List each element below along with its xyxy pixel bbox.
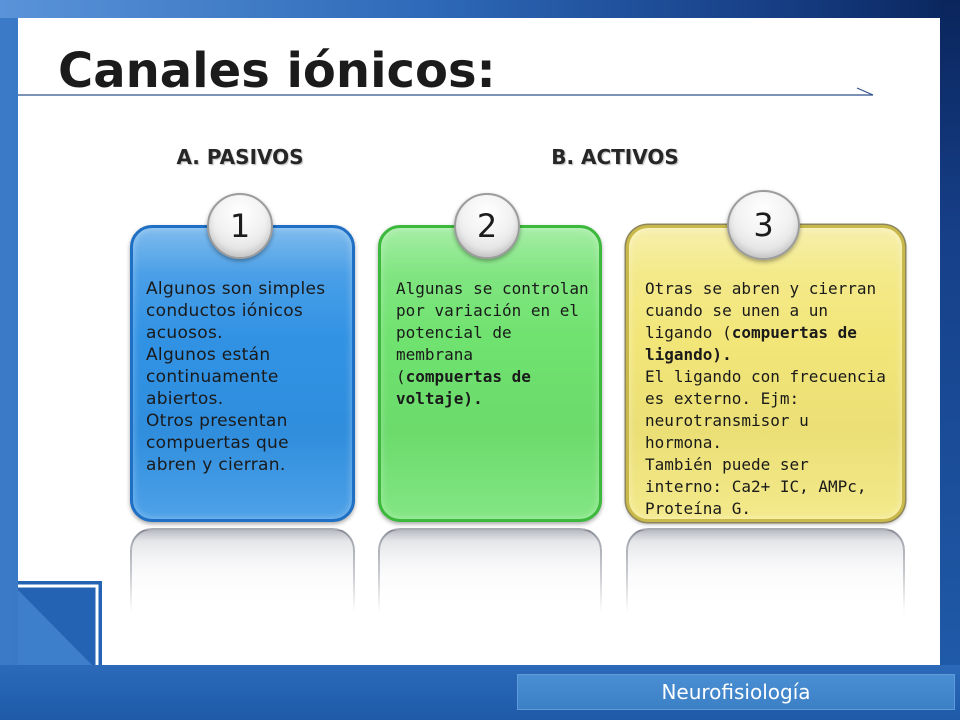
card-text-line: Proteína G. — [645, 498, 886, 520]
card-text: ( — [396, 367, 406, 386]
card-text-line: membrana — [396, 344, 589, 366]
card-text-line: voltaje). — [396, 388, 589, 410]
number-badge-2: 2 — [454, 193, 520, 259]
card-ligand-gated: Otras se abren y cierran cuando se unen a… — [626, 225, 905, 522]
card-text: Otras se abren y cierran — [645, 279, 877, 298]
card-reflection — [626, 528, 905, 612]
slide-frame-top — [0, 0, 960, 18]
card-text-line: abiertos. — [146, 388, 325, 410]
card-text-line: potencial de — [396, 322, 589, 344]
card-text: membrana — [396, 345, 474, 364]
card-text-line: continuamente — [146, 366, 325, 388]
card-text: ligando ( — [645, 323, 732, 342]
card-text-line: (compuertas de — [396, 366, 589, 388]
card-text: hormona. — [645, 433, 723, 452]
slide-title: Canales iónicos: — [58, 43, 496, 99]
card-text: Proteína G. — [645, 499, 751, 518]
card-text: potencial de — [396, 323, 512, 342]
card-text-line: es externo. Ejm: — [645, 388, 886, 410]
card-text: es externo. Ejm: — [645, 389, 800, 408]
card-text-line: interno: Ca2+ IC, AMPc, — [645, 476, 886, 498]
card-text-line: cuando se unen a un — [645, 300, 886, 322]
number-badge-1: 1 — [207, 193, 273, 259]
card-text: continuamente — [146, 367, 279, 387]
card-text-line: Otras se abren y cierran — [645, 278, 886, 300]
card-text-bold: voltaje). — [396, 389, 483, 408]
footer-course-label: Neurofisiología — [517, 674, 955, 710]
card-text-line: por variación en el — [396, 300, 589, 322]
card-text-line: ligando (compuertas de — [645, 322, 886, 344]
card-text-bold: compuertas de — [405, 367, 531, 386]
card-text-block: Algunas se controlan por variación en el p… — [396, 278, 589, 410]
card-text-line: El ligando con frecuencia — [645, 366, 886, 388]
card-text: Algunos están — [146, 345, 271, 365]
card-text: por variación en el — [396, 301, 580, 320]
section-heading-active: B. ACTIVOS — [551, 145, 679, 169]
card-text: abiertos. — [146, 389, 224, 409]
card-text: conductos iónicos — [146, 301, 304, 321]
card-text-line: conductos iónicos — [146, 300, 325, 322]
card-text-line: acuosos. — [146, 322, 325, 344]
card-reflection — [130, 528, 355, 612]
card-text-line: hormona. — [645, 432, 886, 454]
card-text-line: compuertas que — [146, 432, 325, 454]
section-heading-passive: A. PASIVOS — [176, 145, 304, 169]
card-text: neurotransmisor u — [645, 411, 809, 430]
card-text-block: Otras se abren y cierran cuando se unen a… — [645, 278, 886, 520]
card-text: El ligando con frecuencia — [645, 367, 886, 386]
card-text: Otros presentan — [146, 411, 288, 431]
slide-frame-right — [940, 0, 960, 665]
card-text: Algunas se controlan — [396, 279, 589, 298]
card-text: compuertas que — [146, 433, 289, 453]
card-voltage-gated: Algunas se controlan por variación en el p… — [378, 225, 602, 522]
card-text-line: Algunos son simples — [146, 278, 325, 300]
card-text-line: neurotransmisor u — [645, 410, 886, 432]
card-text: Algunos son simples — [146, 279, 326, 299]
badge-number: 2 — [476, 207, 498, 245]
badge-number: 1 — [229, 207, 251, 245]
card-text-line: Algunas se controlan — [396, 278, 589, 300]
card-text: interno: Ca2+ IC, AMPc, — [645, 477, 867, 496]
card-text-line: ligando). — [645, 344, 886, 366]
number-badge-3: 3 — [727, 190, 800, 260]
card-reflection — [378, 528, 602, 612]
card-text-line: Otros presentan — [146, 410, 325, 432]
card-text: cuando se unen a un — [645, 301, 829, 320]
title-underline — [18, 87, 874, 96]
card-text: abren y cierran. — [146, 455, 286, 475]
card-text: También puede ser — [645, 455, 809, 474]
card-text-line: abren y cierran. — [146, 454, 325, 476]
card-text-line: También puede ser — [645, 454, 886, 476]
card-text: acuosos. — [146, 323, 223, 343]
card-text-bold: compuertas de — [731, 323, 857, 342]
card-text-line: Algunos están — [146, 344, 325, 366]
corner-fold-decoration — [18, 581, 102, 665]
card-text-bold: ligando). — [645, 345, 732, 364]
badge-number: 3 — [753, 206, 774, 244]
